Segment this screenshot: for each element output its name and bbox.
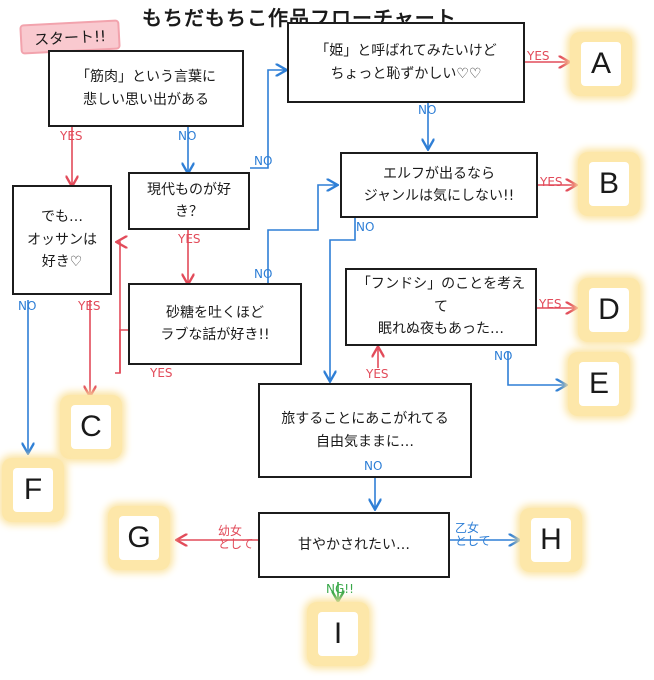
question-elf: エルフが出るなら ジャンルは気にしない!! <box>340 152 538 218</box>
question-muscle-text: 「筋肉」という言葉に 悲しい思い出がある <box>76 69 216 108</box>
result-f-letter: F <box>13 468 53 512</box>
label-q3-no: NO <box>18 299 37 313</box>
result-d-letter: D <box>589 288 629 332</box>
question-travel: 旅することにあこがれてる 自由気ままに… <box>258 383 472 478</box>
result-h-letter: H <box>531 518 571 562</box>
arrow-q4-yes-up <box>118 242 120 373</box>
result-g-letter: G <box>119 516 159 560</box>
result-b-letter: B <box>589 162 629 206</box>
result-f: F <box>2 458 64 522</box>
question-modern: 現代ものが好き？ <box>128 172 250 230</box>
question-fundoshi-text: 「フンドシ」のことを考えて 眠れぬ夜もあった… <box>356 276 526 338</box>
label-q2-no: NO <box>254 154 273 168</box>
question-modern-text: 現代ものが好き？ <box>147 181 231 220</box>
result-i-letter: I <box>318 612 358 656</box>
label-q4-yes: YES <box>150 366 173 380</box>
label-q3-yes: YES <box>78 299 101 313</box>
result-c-letter: C <box>71 405 111 449</box>
result-c: C <box>60 395 122 459</box>
label-q1-yes: YES <box>60 129 83 143</box>
result-i: I <box>307 602 369 666</box>
label-q8-yes: YES <box>366 367 389 381</box>
result-e: E <box>568 352 630 416</box>
result-g: G <box>108 506 170 570</box>
label-q1-no: NO <box>178 129 197 143</box>
question-pampered-text: 甘やかされたい… <box>298 536 410 553</box>
question-elf-text: エルフが出るなら ジャンルは気にしない!! <box>363 165 515 204</box>
question-muscle: 「筋肉」という言葉に 悲しい思い出がある <box>48 50 244 127</box>
question-ossan: でも… オッサンは 好き♡ <box>12 185 112 295</box>
label-q7-no: NO <box>494 349 513 363</box>
arrow-q4-no <box>267 185 336 283</box>
question-fundoshi: 「フンドシ」のことを考えて 眠れぬ夜もあった… <box>345 268 537 346</box>
result-d: D <box>578 278 640 342</box>
question-ossan-text: でも… オッサンは 好き♡ <box>27 209 97 271</box>
result-e-letter: E <box>579 362 619 406</box>
result-b: B <box>578 152 640 216</box>
arrow-q7-no <box>507 352 565 385</box>
label-as-child: 幼女 として <box>218 524 254 552</box>
label-ng: NG!! <box>326 582 354 596</box>
label-q4-no: NO <box>254 267 273 281</box>
label-q6-no: NO <box>356 220 375 234</box>
label-q6-yes: YES <box>540 175 563 189</box>
arrow-q2-no <box>250 70 285 169</box>
arrow-q4-yes <box>115 329 128 374</box>
question-sugar-text: 砂糖を吐くほど ラブな話が好き!! <box>160 304 270 343</box>
question-travel-text: 旅することにあこがれてる 自由気ままに… <box>281 411 449 450</box>
label-q5-yes: YES <box>527 49 550 63</box>
arrow-q6-no <box>330 218 356 380</box>
question-pampered: 甘やかされたい… <box>258 512 450 578</box>
label-as-maiden: 乙女 として <box>455 521 491 549</box>
result-a: A <box>570 32 632 96</box>
label-q2-yes: YES <box>178 232 201 246</box>
result-h: H <box>520 508 582 572</box>
label-q8-no: NO <box>364 459 383 473</box>
label-q7-yes: YES <box>539 297 562 311</box>
result-a-letter: A <box>581 42 621 86</box>
question-princess-text: 「姫」と呼ばれてみたいけど ちょっと恥ずかしい♡♡ <box>315 43 497 82</box>
question-sugar: 砂糖を吐くほど ラブな話が好き!! <box>128 283 302 365</box>
label-q5-no: NO <box>418 103 437 117</box>
question-princess: 「姫」と呼ばれてみたいけど ちょっと恥ずかしい♡♡ <box>287 22 525 103</box>
